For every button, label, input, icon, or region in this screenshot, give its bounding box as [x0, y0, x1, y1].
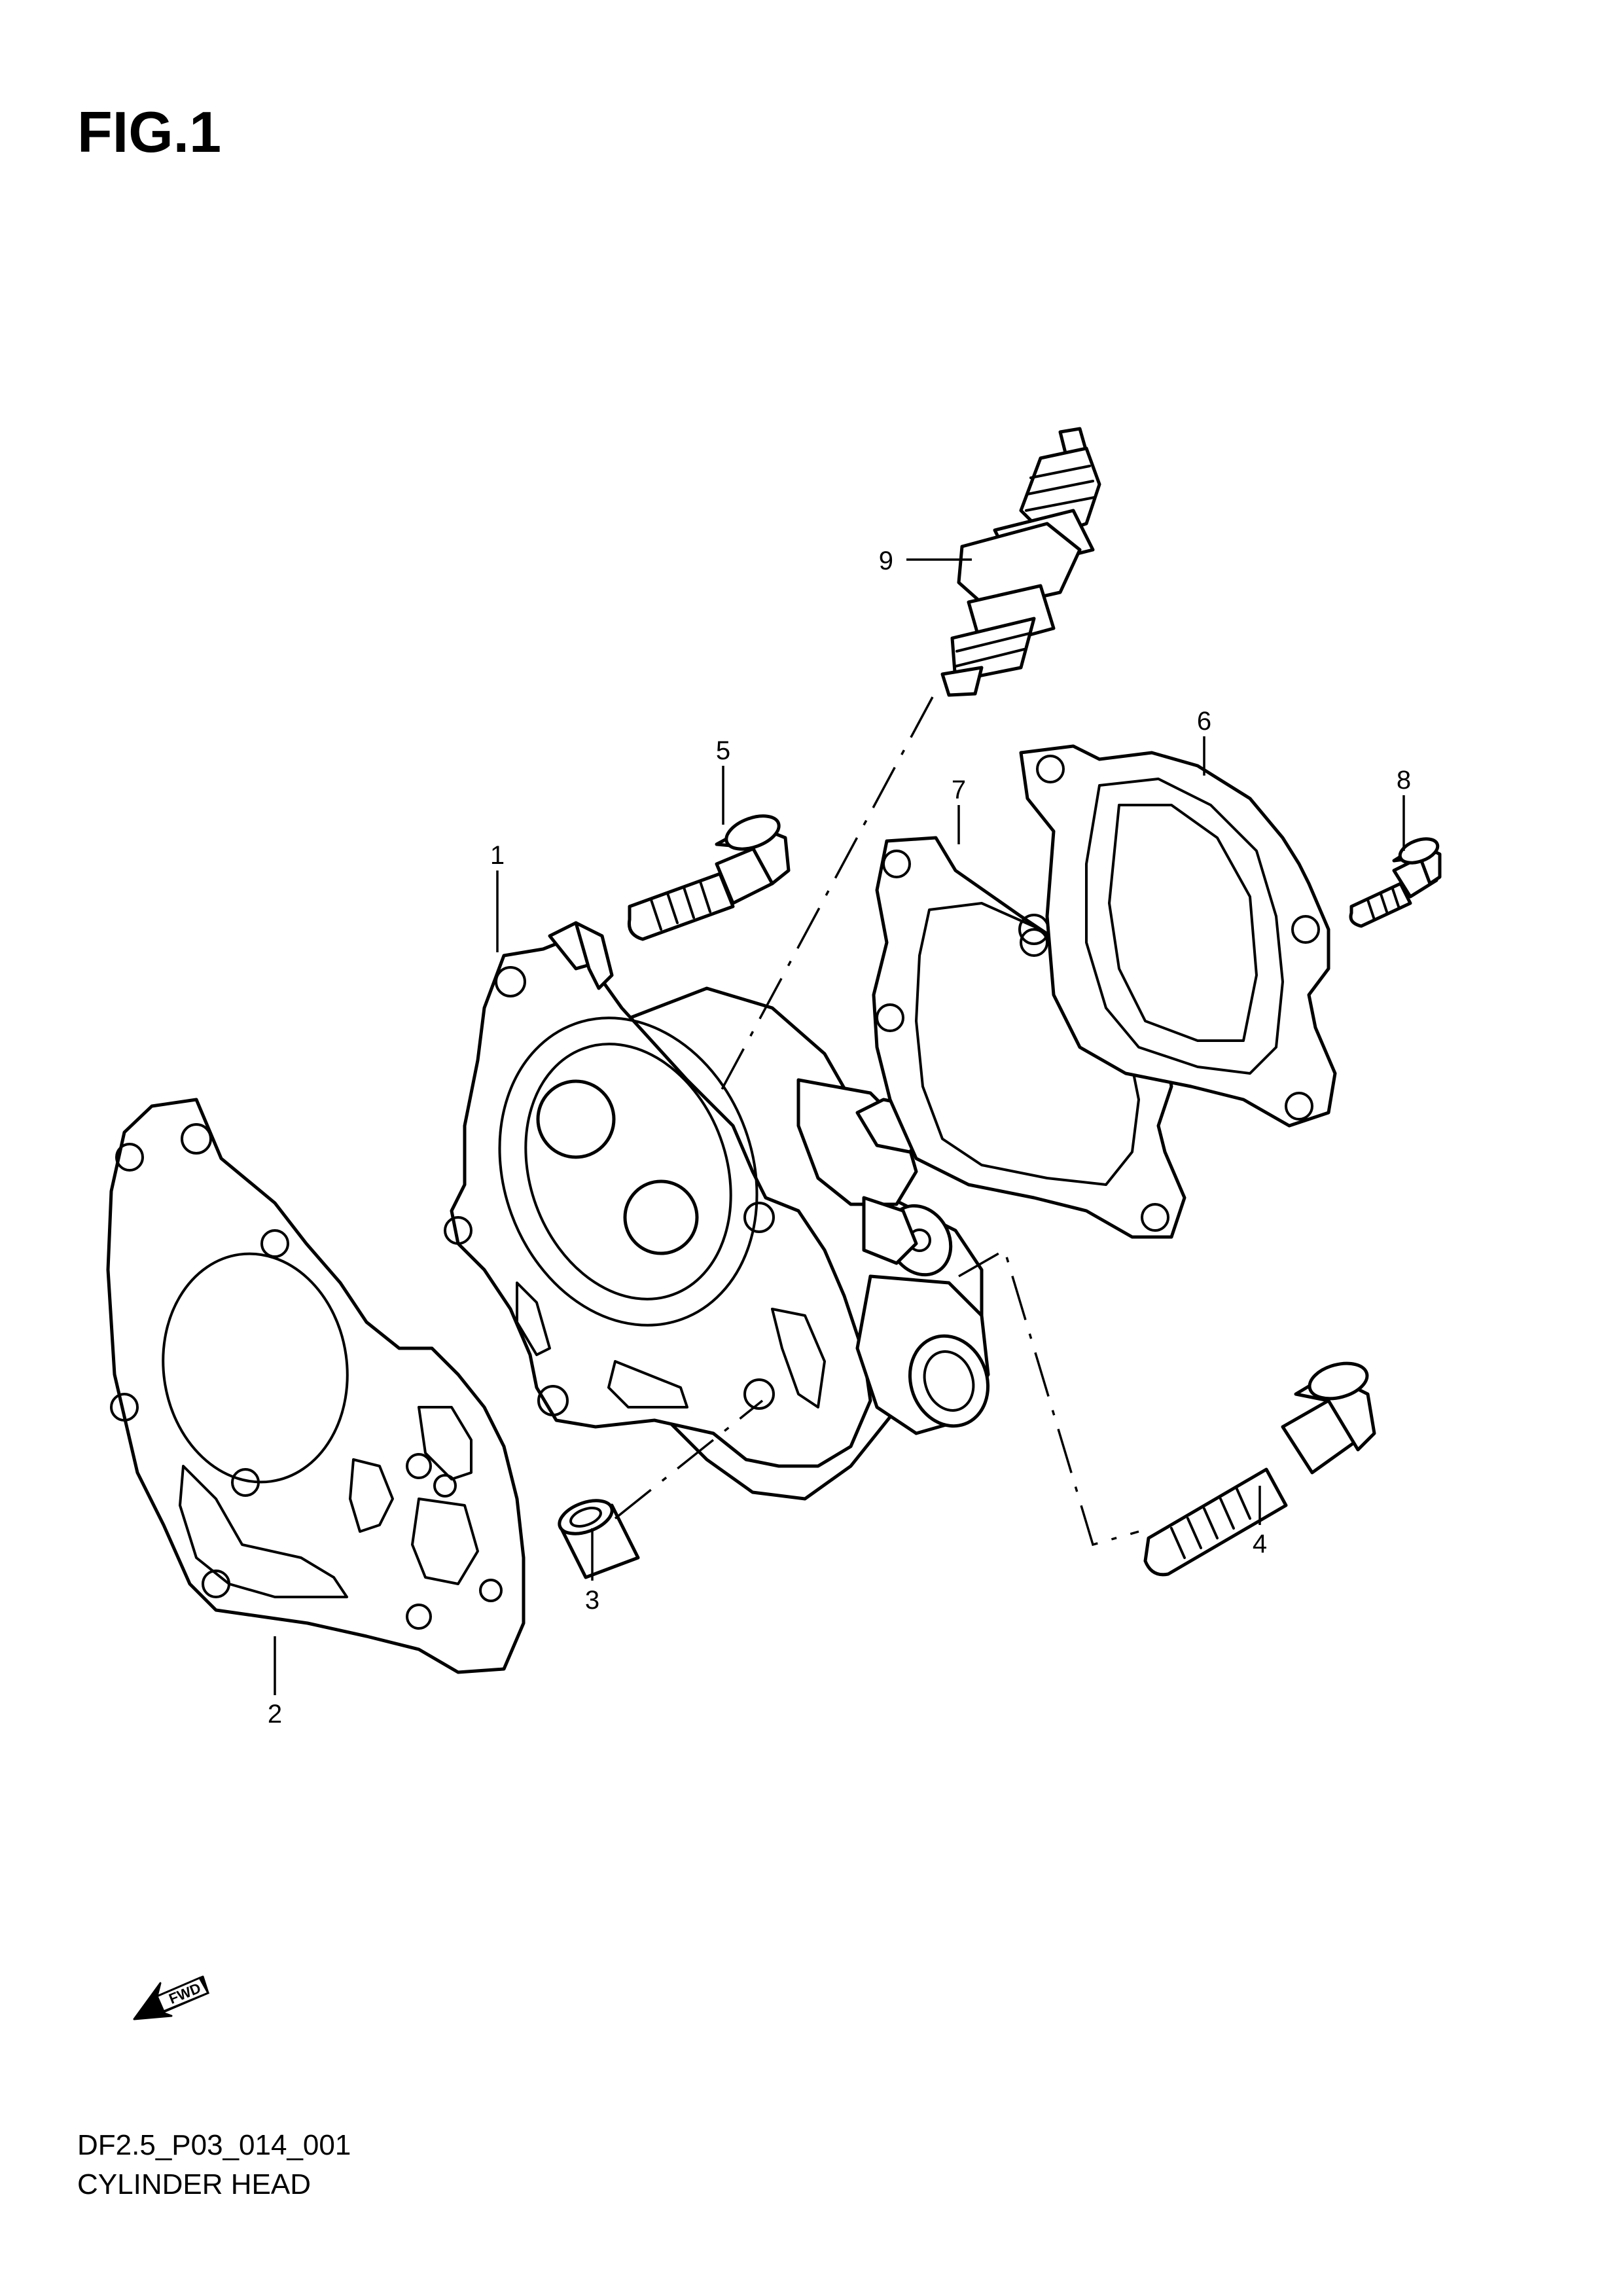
part-4-head-bolt[interactable]: [1143, 1357, 1376, 1577]
callout-1: 1: [490, 841, 505, 870]
callout-5: 5: [716, 736, 730, 765]
figure-name: CYLINDER HEAD: [77, 2168, 311, 2200]
callout-numbers: 1 2 3 4 5 6 7 8 9: [268, 547, 1411, 1729]
part-9-spark-plug[interactable]: [940, 427, 1101, 697]
part-7-cover-gasket[interactable]: [872, 836, 1186, 1239]
fwd-arrow-icon: FWD: [133, 1975, 210, 2020]
figure-title: FIG.1: [77, 99, 221, 164]
part-6-exhaust-cover[interactable]: [1018, 744, 1337, 1128]
callout-8: 8: [1397, 766, 1411, 795]
callout-6: 6: [1197, 707, 1211, 736]
callout-3: 3: [585, 1586, 599, 1615]
part-8-cover-bolt[interactable]: [1349, 834, 1442, 928]
part-2-head-gasket[interactable]: [106, 1098, 526, 1674]
part-1-cylinder-head[interactable]: [444, 921, 1000, 1501]
part-3-dowel-pin[interactable]: [555, 1494, 640, 1579]
leader-lines: [274, 558, 1405, 1695]
part-5-bolt[interactable]: [627, 810, 791, 941]
callout-4: 4: [1253, 1530, 1267, 1558]
callout-2: 2: [268, 1700, 282, 1729]
callout-7: 7: [952, 776, 966, 804]
figure-code: DF2.5_P03_014_001: [77, 2129, 351, 2161]
callout-9: 9: [879, 547, 893, 575]
